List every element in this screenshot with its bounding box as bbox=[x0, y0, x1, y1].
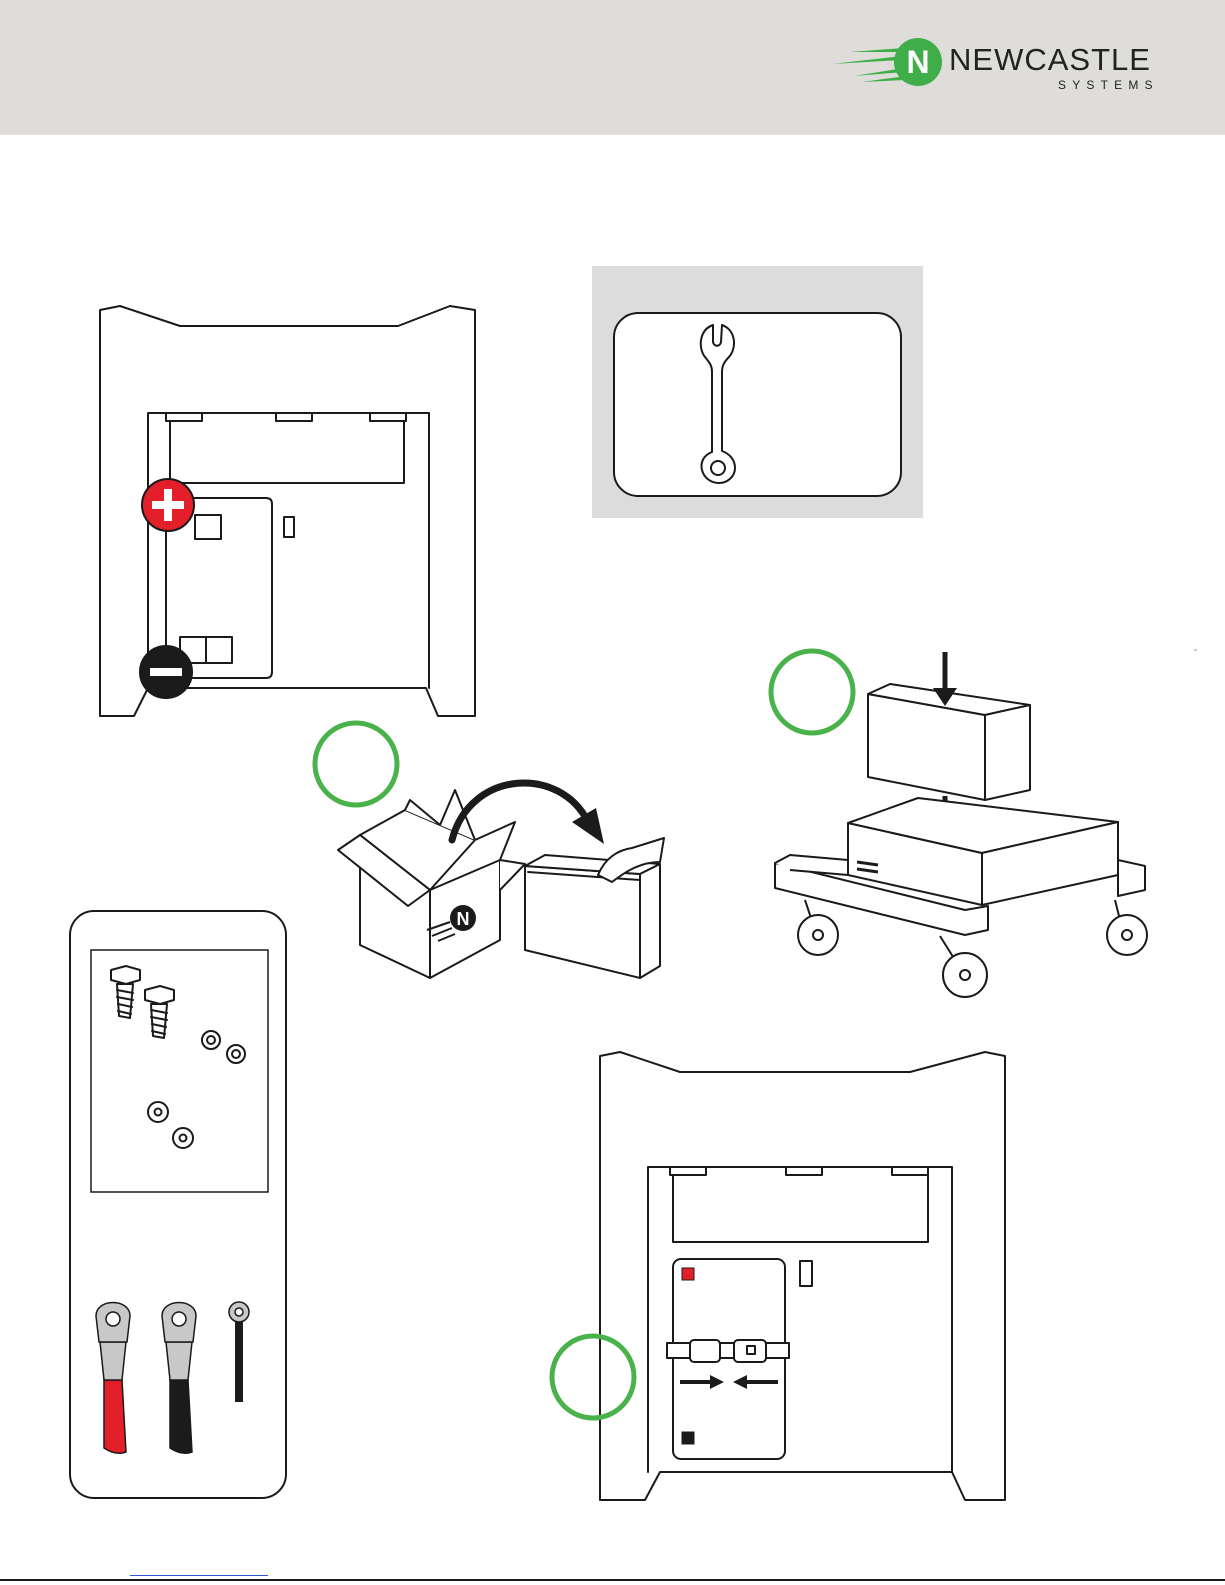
footer-link-underline[interactable] bbox=[130, 1575, 268, 1576]
plus-icon bbox=[142, 479, 194, 531]
strap-buckle-icon bbox=[667, 1340, 789, 1362]
hardware-panel bbox=[70, 911, 286, 1498]
step-ring-strap bbox=[552, 1336, 634, 1418]
battery-illustration bbox=[525, 838, 664, 978]
tool-panel bbox=[592, 266, 923, 518]
cabinet-strap-install bbox=[600, 1052, 1005, 1500]
cabinet-battery-terminals bbox=[100, 306, 475, 716]
step-ring-place-battery bbox=[771, 651, 853, 733]
cart-illustration bbox=[775, 652, 1147, 997]
transfer-arrow-icon bbox=[452, 783, 604, 844]
footer-rule bbox=[0, 1579, 1225, 1581]
tighten-arrows-icon bbox=[680, 1375, 778, 1389]
open-box-illustration: N bbox=[338, 790, 525, 978]
minus-icon bbox=[140, 646, 192, 698]
svg-text:N: N bbox=[457, 909, 470, 929]
step-ring-unpack bbox=[315, 723, 397, 805]
